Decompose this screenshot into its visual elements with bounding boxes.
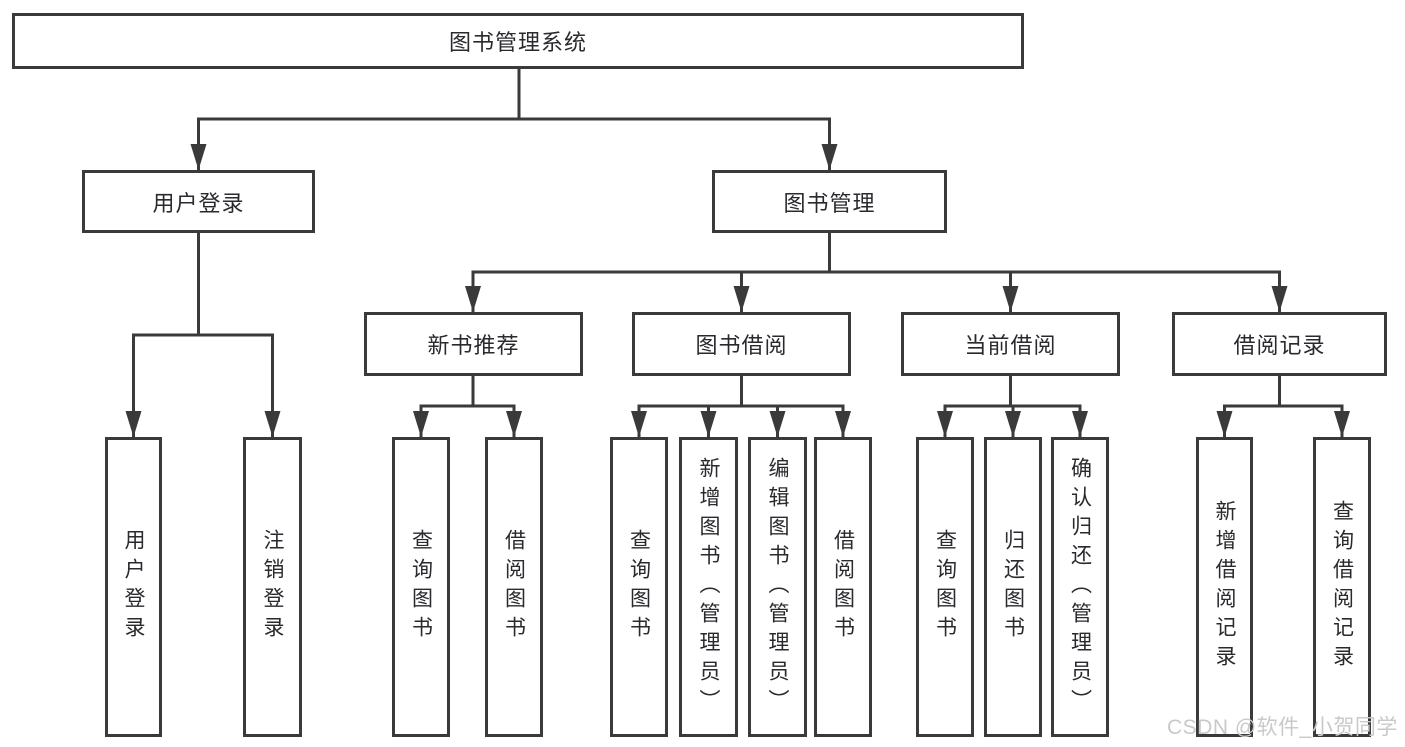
- arrowhead: [506, 411, 522, 437]
- node-book-mgmt: 图书管理: [712, 170, 947, 233]
- connector-new-books-group: [419, 376, 516, 437]
- leaf-records-query-label: 查询借阅记录: [1330, 500, 1354, 674]
- leaf-borrowing-add-admin: 新增图书（管理员）: [679, 437, 738, 737]
- arrowhead: [1002, 286, 1019, 312]
- node-root: 图书管理系统: [12, 13, 1024, 69]
- node-new-books: 新书推荐: [364, 312, 583, 376]
- leaf-borrowing-query: 查询图书: [610, 437, 668, 737]
- node-user-login: 用户登录: [82, 170, 315, 233]
- arrowhead: [1005, 411, 1021, 437]
- arrowhead: [1334, 411, 1350, 437]
- connector-root-to-level2: [197, 69, 831, 170]
- arrowhead: [769, 411, 786, 437]
- leaf-newbooks-borrow-label: 借阅图书: [502, 529, 526, 645]
- leaf-current-return: 归还图书: [984, 437, 1042, 737]
- arrowhead: [700, 411, 717, 437]
- leaf-borrowing-edit-admin-label: 编辑图书（管理员）: [766, 456, 789, 718]
- arrowhead: [835, 411, 851, 437]
- arrowhead: [413, 411, 429, 437]
- leaf-current-confirm-admin-label: 确认归还（管理员）: [1068, 456, 1092, 718]
- leaf-records-add: 新增借阅记录: [1196, 437, 1253, 737]
- node-user-login-label: 用户登录: [152, 190, 245, 216]
- connector-book-borrowing-group: [637, 376, 845, 437]
- node-new-books-label: 新书推荐: [427, 333, 520, 358]
- arrowhead: [264, 411, 281, 437]
- leaf-logout-label: 注销登录: [261, 529, 284, 645]
- arrowhead: [1216, 411, 1233, 437]
- arrowhead: [465, 286, 481, 312]
- leaf-newbooks-query-label: 查询图书: [409, 529, 433, 645]
- leaf-newbooks-query: 查询图书: [392, 437, 450, 737]
- leaf-borrowing-borrow-label: 借阅图书: [831, 529, 855, 645]
- node-current-borrowing-label: 当前借阅: [964, 333, 1057, 358]
- arrowhead: [733, 286, 750, 312]
- leaf-newbooks-borrow: 借阅图书: [485, 437, 543, 737]
- connector-lines: [132, 69, 1344, 437]
- node-book-borrowing: 图书借阅: [632, 312, 851, 376]
- connector-book-mgmt-to-level3: [471, 233, 1281, 312]
- leaf-logout: 注销登录: [243, 437, 302, 737]
- leaf-user-login: 用户登录: [105, 437, 162, 737]
- leaf-current-query-label: 查询图书: [933, 529, 957, 645]
- leaf-borrowing-borrow: 借阅图书: [814, 437, 872, 737]
- leaf-borrowing-query-label: 查询图书: [627, 529, 651, 645]
- node-borrow-records-label: 借阅记录: [1233, 333, 1326, 358]
- leaf-current-return-label: 归还图书: [1001, 529, 1025, 645]
- leaf-borrowing-add-admin-label: 新增图书（管理员）: [697, 456, 720, 718]
- node-book-mgmt-label: 图书管理: [783, 190, 876, 216]
- arrowhead: [631, 411, 647, 437]
- leaf-current-query: 查询图书: [916, 437, 974, 737]
- arrowhead: [190, 144, 207, 170]
- node-borrow-records: 借阅记录: [1172, 312, 1387, 376]
- arrowhead: [937, 411, 953, 437]
- leaf-user-login-label: 用户登录: [122, 529, 145, 645]
- node-root-label: 图书管理系统: [448, 30, 587, 55]
- leaf-records-query: 查询借阅记录: [1313, 437, 1371, 737]
- arrowhead: [1271, 286, 1288, 312]
- arrowhead: [1072, 411, 1088, 437]
- connector-borrow-records-group: [1223, 376, 1344, 437]
- arrowhead: [125, 411, 142, 437]
- arrowhead: [821, 144, 838, 170]
- leaf-borrowing-edit-admin: 编辑图书（管理员）: [748, 437, 807, 737]
- node-book-borrowing-label: 图书借阅: [695, 333, 788, 358]
- node-current-borrowing: 当前借阅: [901, 312, 1120, 376]
- leaf-current-confirm-admin: 确认归还（管理员）: [1051, 437, 1109, 737]
- watermark: CSDN @软件_小贺同学: [1167, 716, 1398, 739]
- connector-user-login-group: [132, 233, 274, 437]
- leaf-records-add-label: 新增借阅记录: [1213, 500, 1236, 674]
